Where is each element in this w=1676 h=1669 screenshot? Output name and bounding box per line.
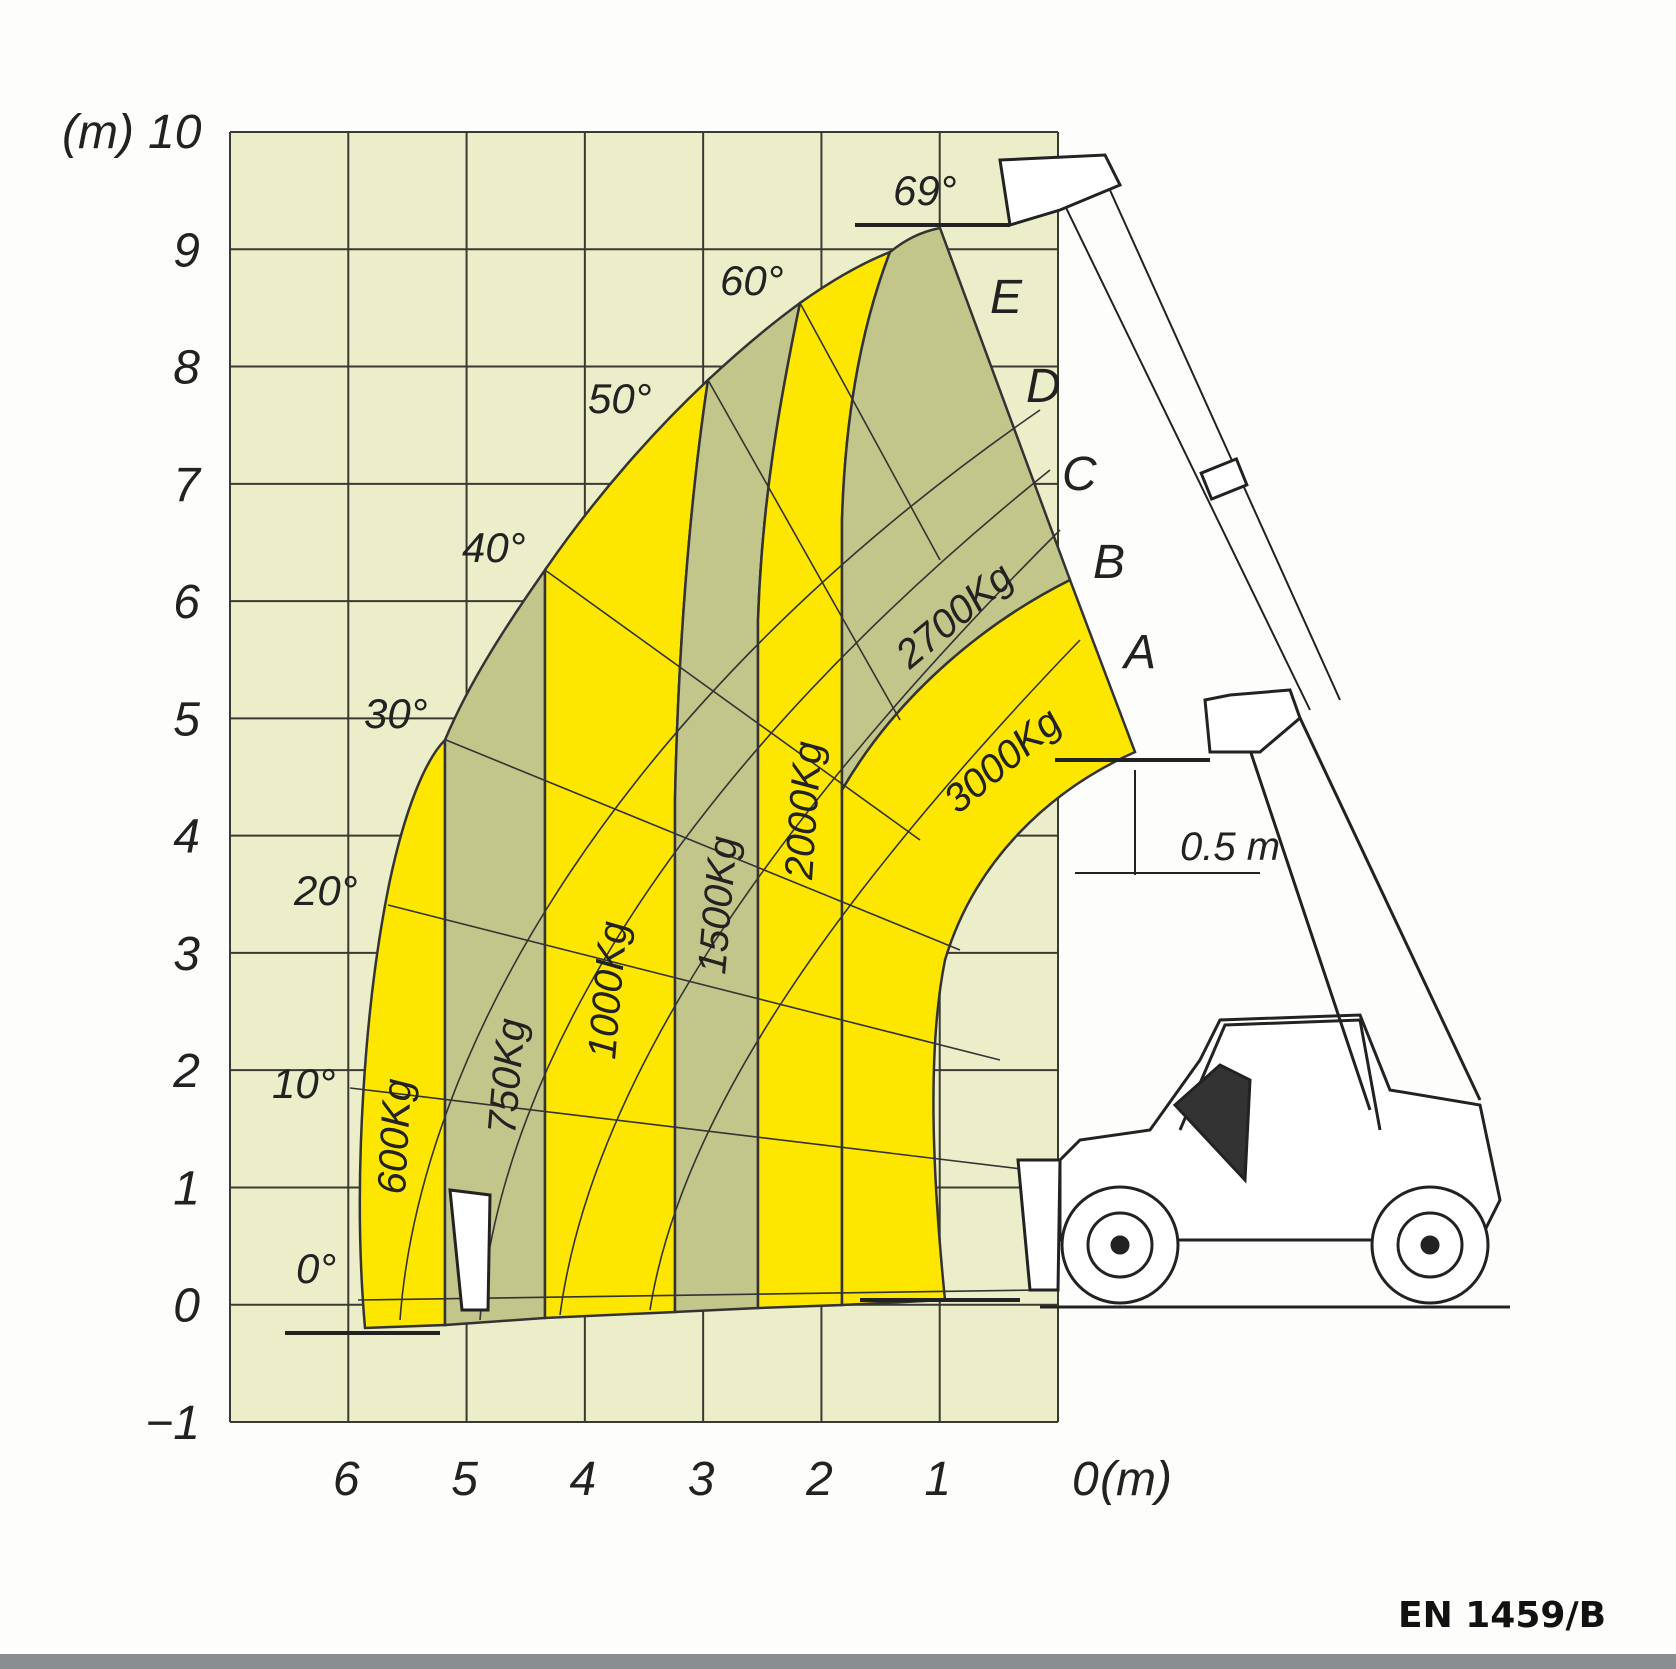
y-tick-label: 3 bbox=[173, 928, 200, 981]
y-tick-label: 6 bbox=[173, 576, 200, 629]
x-tick-label: 5 bbox=[451, 1453, 478, 1506]
x-tick-label: 2 bbox=[805, 1453, 833, 1506]
angle-label-30: 30° bbox=[364, 690, 428, 737]
y-tick-label: 1 bbox=[173, 1162, 200, 1215]
x-tick-label: 1 bbox=[924, 1453, 951, 1506]
y-tick-label: 9 bbox=[173, 224, 200, 277]
y-axis-tick-labels: −1 0 1 2 3 4 5 6 7 8 9 10 bbox=[145, 106, 202, 1450]
position-label-a: A bbox=[1121, 626, 1156, 679]
y-tick-label: 2 bbox=[172, 1045, 200, 1098]
telehandler-illustration bbox=[285, 153, 1510, 1335]
angle-label-60: 60° bbox=[720, 257, 784, 304]
x-tick-label: 6 bbox=[333, 1453, 360, 1506]
angle-label-10: 10° bbox=[272, 1060, 336, 1107]
zone-600kg bbox=[358, 736, 447, 1330]
extension-position-labels: A B C D E bbox=[990, 271, 1156, 679]
bottom-border-strip bbox=[0, 1654, 1676, 1669]
x-axis-tick-labels: 6 5 4 3 2 1 0 bbox=[333, 1453, 1099, 1506]
position-label-e: E bbox=[990, 271, 1023, 324]
position-label-b: B bbox=[1093, 536, 1125, 589]
y-axis-unit-label: (m) bbox=[62, 106, 134, 159]
x-tick-label: 4 bbox=[570, 1453, 597, 1506]
x-tick-label: 0 bbox=[1072, 1453, 1099, 1506]
y-tick-label: 8 bbox=[173, 342, 200, 395]
angle-label-40: 40° bbox=[462, 524, 526, 571]
y-tick-label: −1 bbox=[145, 1397, 200, 1450]
y-tick-label: 4 bbox=[173, 811, 200, 864]
y-tick-label: 0 bbox=[173, 1280, 200, 1333]
load-label-600: 600Kg bbox=[370, 1078, 420, 1196]
angle-label-20: 20° bbox=[293, 867, 358, 914]
y-tick-label: 7 bbox=[173, 459, 202, 512]
x-axis-unit-label: (m) bbox=[1100, 1453, 1172, 1506]
x-tick-label: 3 bbox=[688, 1453, 715, 1506]
y-tick-label-top: 10 bbox=[148, 106, 202, 159]
boom-angle-labels: 0° 10° 20° 30° 40° 50° 60° 69° bbox=[272, 167, 957, 1292]
load-label-2000: 2000Kg bbox=[777, 740, 831, 882]
angle-label-50: 50° bbox=[588, 375, 652, 422]
y-tick-label: 5 bbox=[173, 693, 200, 746]
position-label-c: C bbox=[1062, 448, 1097, 501]
position-label-d: D bbox=[1026, 360, 1061, 413]
standard-label: EN 1459/B bbox=[1398, 1595, 1606, 1636]
angle-label-0: 0° bbox=[296, 1245, 336, 1292]
dimension-label: 0.5 m bbox=[1180, 825, 1280, 869]
load-label-750: 750Kg bbox=[480, 1017, 534, 1136]
extension-arcs bbox=[399, 409, 1081, 1321]
angle-label-69: 69° bbox=[893, 167, 957, 214]
